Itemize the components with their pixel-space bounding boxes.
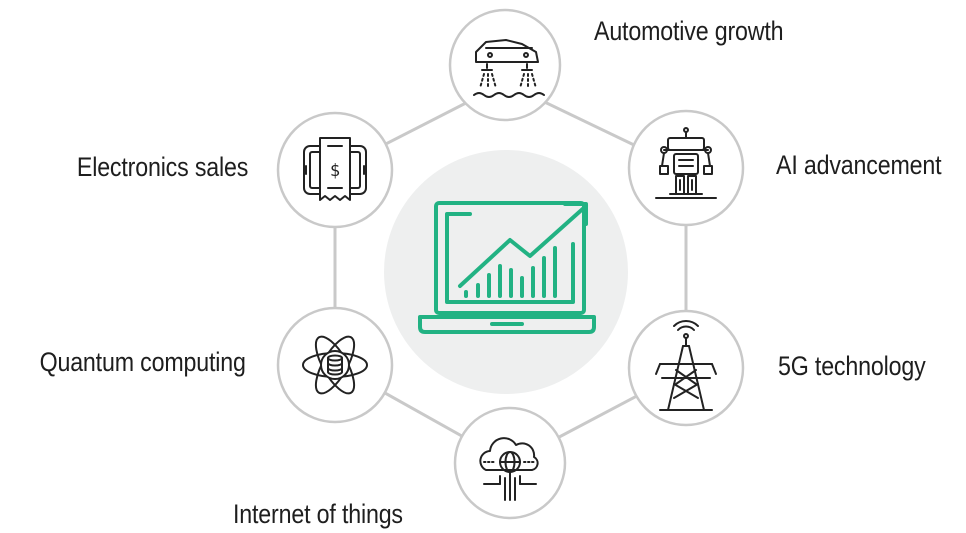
node-circle-automotive <box>448 8 562 122</box>
label-internet-of-things: Internet of things <box>233 499 403 529</box>
label-ai-advancement: AI advancement <box>776 150 942 180</box>
cell-tower-icon <box>655 320 717 411</box>
svg-text:$: $ <box>330 161 340 181</box>
node-circle-5g <box>627 309 745 427</box>
robot-icon <box>655 127 717 199</box>
flying-car-icon <box>473 39 545 98</box>
label-quantum-computing: Quantum computing <box>39 347 246 377</box>
phone-receipt-icon: $ <box>303 137 367 201</box>
cloud-network-icon <box>479 437 539 501</box>
atom-database-icon <box>302 335 368 395</box>
label-5g-technology: 5G technology <box>778 351 926 381</box>
node-circle-ai <box>627 109 745 227</box>
center-disc <box>384 150 628 394</box>
laptop-growth-chart-icon <box>418 201 596 334</box>
label-electronics-sales: Electronics sales <box>76 152 248 182</box>
label-automotive-growth: Automotive growth <box>594 16 784 46</box>
